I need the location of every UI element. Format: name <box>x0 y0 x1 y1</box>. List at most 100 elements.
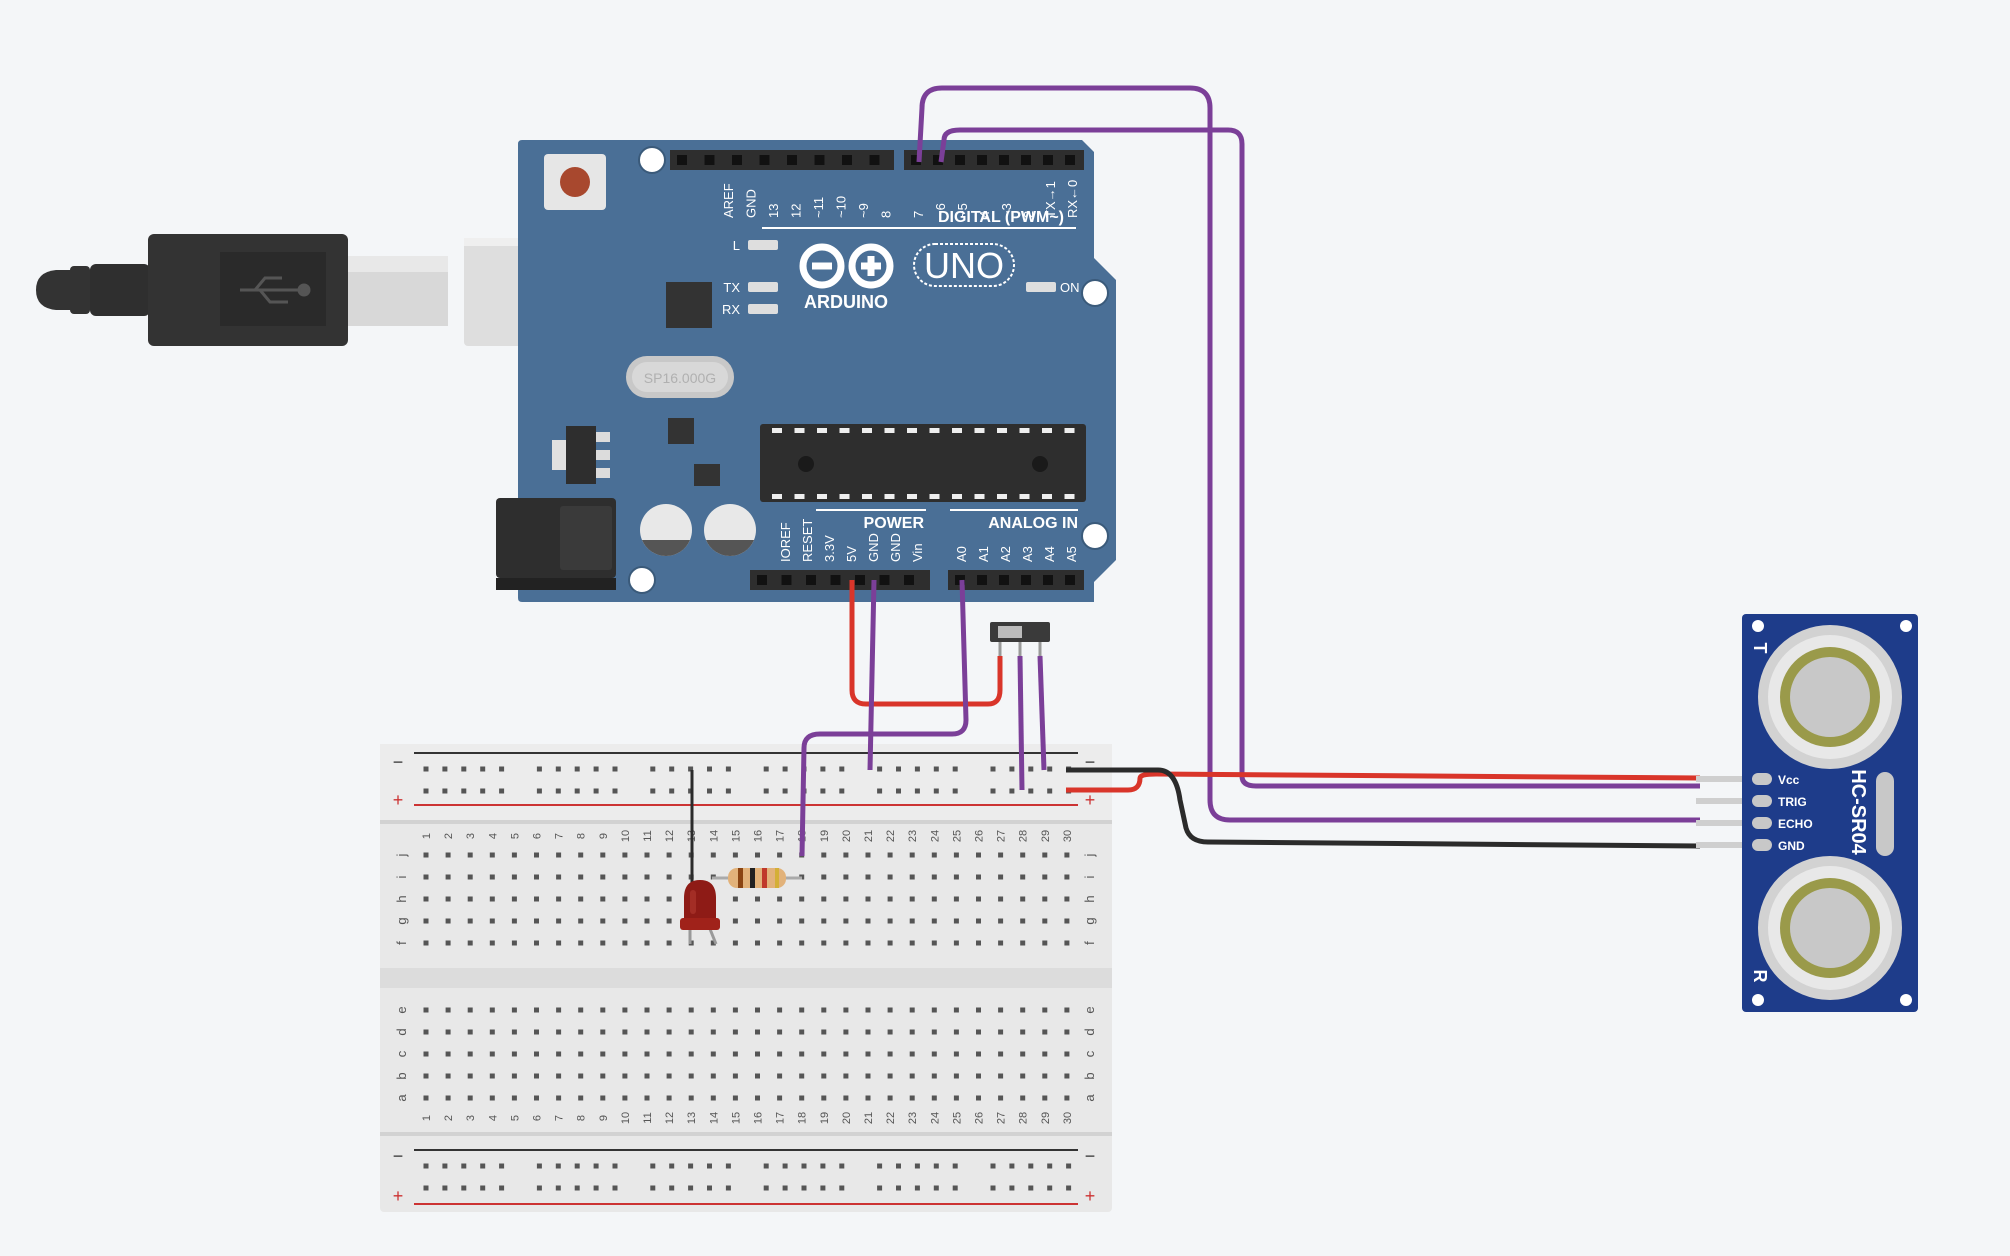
terminal-hole[interactable] <box>445 1073 451 1079</box>
terminal-hole[interactable] <box>511 940 517 946</box>
header-socket[interactable] <box>757 575 767 585</box>
rail-hole[interactable] <box>423 766 429 772</box>
terminal-hole[interactable] <box>998 874 1004 880</box>
rail-hole[interactable] <box>461 788 467 794</box>
terminal-hole[interactable] <box>953 918 959 924</box>
rail-hole[interactable] <box>499 1185 505 1191</box>
wire-pin7-trig[interactable] <box>916 85 1700 823</box>
terminal-hole[interactable] <box>755 1029 760 1035</box>
rail-hole[interactable] <box>480 1185 486 1191</box>
terminal-hole[interactable] <box>777 1095 783 1101</box>
terminal-hole[interactable] <box>445 896 451 902</box>
rail-hole[interactable] <box>1009 1163 1015 1169</box>
terminal-hole[interactable] <box>909 940 915 946</box>
terminal-hole[interactable] <box>865 1051 871 1057</box>
rail-hole[interactable] <box>933 1185 939 1191</box>
terminal-hole[interactable] <box>600 1073 606 1079</box>
terminal-hole[interactable] <box>445 918 451 924</box>
terminal-hole[interactable] <box>755 1073 760 1079</box>
terminal-hole[interactable] <box>732 1073 738 1079</box>
rail-hole[interactable] <box>933 1163 939 1169</box>
slide-switch[interactable] <box>990 622 1050 658</box>
terminal-hole[interactable] <box>887 852 893 858</box>
arduino-uno-board[interactable]: SP16.000G L TX RX ON ARDUINO UNO <box>496 140 1116 602</box>
terminal-hole[interactable] <box>887 1007 893 1013</box>
terminal-hole[interactable] <box>931 918 937 924</box>
terminal-hole[interactable] <box>578 940 584 946</box>
terminal-hole[interactable] <box>423 852 429 858</box>
terminal-hole[interactable] <box>1042 1029 1048 1035</box>
terminal-hole[interactable] <box>799 1073 805 1079</box>
header-socket[interactable] <box>704 155 715 165</box>
terminal-hole[interactable] <box>600 940 606 946</box>
terminal-hole[interactable] <box>887 1029 893 1035</box>
terminal-hole[interactable] <box>666 1007 672 1013</box>
terminal-hole[interactable] <box>600 852 606 858</box>
terminal-hole[interactable] <box>931 852 937 858</box>
header-socket[interactable] <box>933 155 943 165</box>
terminal-hole[interactable] <box>821 1051 827 1057</box>
terminal-hole[interactable] <box>777 1051 783 1057</box>
rail-hole[interactable] <box>725 1185 731 1191</box>
terminal-hole[interactable] <box>556 1007 562 1013</box>
terminal-hole[interactable] <box>1020 896 1026 902</box>
rail-hole[interactable] <box>499 788 505 794</box>
terminal-hole[interactable] <box>1064 1007 1070 1013</box>
header-socket[interactable] <box>869 155 880 165</box>
rail-hole[interactable] <box>688 766 694 772</box>
terminal-hole[interactable] <box>843 918 849 924</box>
rail-hole[interactable] <box>499 766 505 772</box>
terminal-hole[interactable] <box>534 852 539 858</box>
terminal-hole[interactable] <box>777 1007 783 1013</box>
rail-hole[interactable] <box>801 1185 807 1191</box>
wire-pin6-echo[interactable] <box>938 127 1700 789</box>
terminal-hole[interactable] <box>1064 1051 1070 1057</box>
header-socket[interactable] <box>1043 155 1053 165</box>
rail-hole[interactable] <box>933 788 939 794</box>
terminal-hole[interactable] <box>600 1095 606 1101</box>
terminal-hole[interactable] <box>931 1051 937 1057</box>
wire-gnd-rail[interactable] <box>867 579 877 771</box>
terminal-hole[interactable] <box>976 1007 981 1013</box>
rail-hole[interactable] <box>725 788 731 794</box>
terminal-hole[interactable] <box>865 1029 871 1035</box>
rail-hole[interactable] <box>820 788 826 794</box>
header-socket[interactable] <box>1065 155 1075 165</box>
rail-hole[interactable] <box>877 766 883 772</box>
resistor[interactable] <box>712 868 802 888</box>
terminal-hole[interactable] <box>423 874 429 880</box>
rail-hole[interactable] <box>669 1163 675 1169</box>
rail-hole[interactable] <box>442 766 448 772</box>
rail-hole[interactable] <box>499 1163 505 1169</box>
terminal-hole[interactable] <box>489 1073 495 1079</box>
rail-hole[interactable] <box>820 766 826 772</box>
digital-header-right[interactable] <box>904 150 1084 170</box>
terminal-hole[interactable] <box>976 1051 981 1057</box>
terminal-hole[interactable] <box>688 1095 694 1101</box>
terminal-hole[interactable] <box>489 896 495 902</box>
terminal-hole[interactable] <box>976 1029 981 1035</box>
terminal-hole[interactable] <box>843 852 849 858</box>
terminal-hole[interactable] <box>865 940 871 946</box>
rail-hole[interactable] <box>896 1185 901 1191</box>
terminal-hole[interactable] <box>887 1095 893 1101</box>
rail-hole[interactable] <box>1009 1185 1015 1191</box>
terminal-hole[interactable] <box>953 1007 959 1013</box>
rail-hole[interactable] <box>423 1163 429 1169</box>
rail-hole[interactable] <box>914 1185 920 1191</box>
rail-hole[interactable] <box>725 1163 731 1169</box>
terminal-hole[interactable] <box>777 940 783 946</box>
terminal-hole[interactable] <box>1042 852 1048 858</box>
terminal-hole[interactable] <box>534 1029 539 1035</box>
rail-hole[interactable] <box>801 1163 807 1169</box>
terminal-hole[interactable] <box>732 918 738 924</box>
terminal-hole[interactable] <box>644 874 650 880</box>
terminal-hole[interactable] <box>489 1095 495 1101</box>
terminal-hole[interactable] <box>445 852 451 858</box>
terminal-hole[interactable] <box>887 874 893 880</box>
terminal-hole[interactable] <box>843 940 849 946</box>
terminal-hole[interactable] <box>578 1073 584 1079</box>
terminal-hole[interactable] <box>666 1073 672 1079</box>
terminal-hole[interactable] <box>511 852 517 858</box>
rail-hole[interactable] <box>1028 1163 1034 1169</box>
